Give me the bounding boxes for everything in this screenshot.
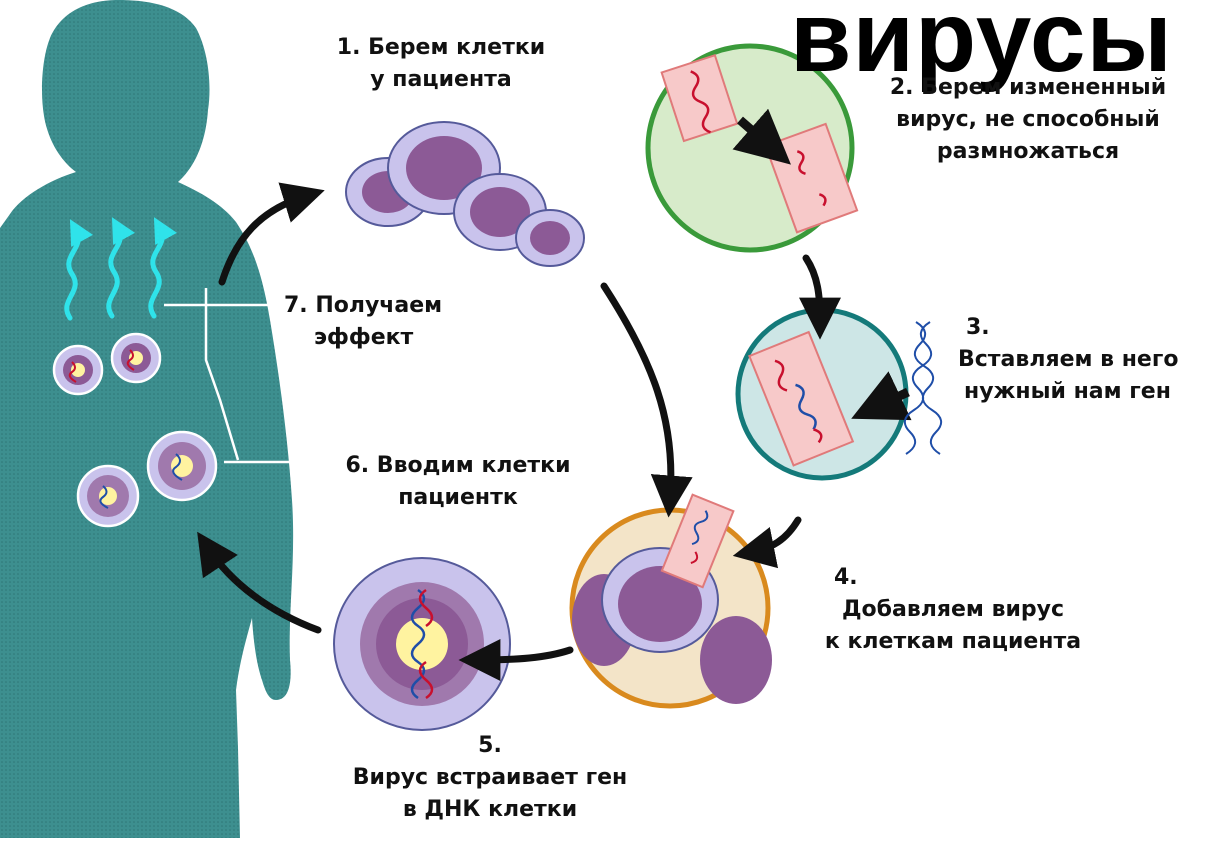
- arrow-3-to-4: [752, 520, 798, 552]
- arrow-1-to-4: [604, 286, 671, 498]
- human-silhouette-icon: [0, 0, 293, 838]
- gene-helix-icon: [905, 322, 941, 454]
- modified-cell-icon: [334, 558, 510, 730]
- patient-cells-icon: [346, 122, 584, 266]
- modified-virus-icon: [738, 310, 908, 478]
- cells-with-virus-icon: [572, 495, 772, 706]
